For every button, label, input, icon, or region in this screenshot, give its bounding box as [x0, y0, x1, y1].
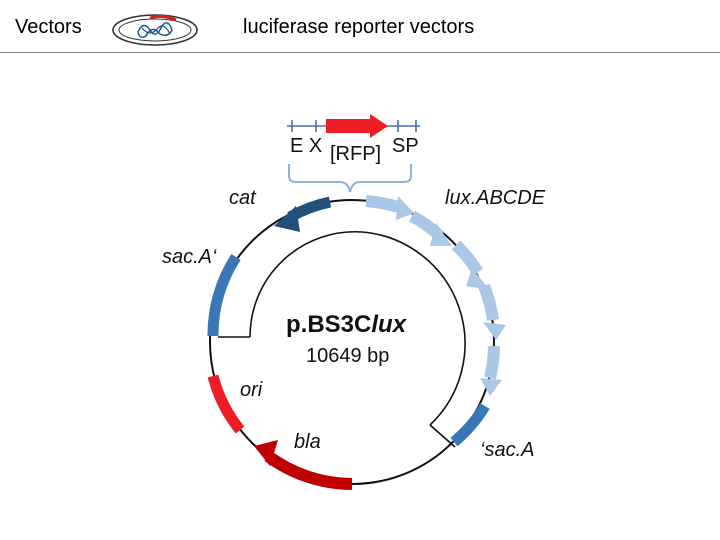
- sacA-prime-segment: [207, 253, 241, 337]
- ori-segment: [207, 374, 245, 434]
- notch-right: [429, 424, 456, 448]
- cassette-subscript: [RFP]: [330, 143, 381, 165]
- lux-segment-1: [365, 195, 400, 213]
- plasmid-size: 10649 bp: [306, 345, 389, 367]
- bla-segment: [264, 451, 353, 490]
- lux-arrowhead-5: [480, 378, 502, 396]
- rfp-bar: [326, 119, 372, 133]
- bla-arrowhead: [254, 440, 278, 466]
- plasmid-name: p.BS3Clux: [286, 311, 408, 338]
- label-cat: cat: [229, 187, 257, 209]
- section-label: Vectors: [15, 16, 82, 38]
- label-ori: ori: [240, 379, 263, 401]
- lux-segment-3: [451, 240, 484, 276]
- label-sacA-prime: sac.A‘: [162, 246, 217, 268]
- prime-sacA-segment: [450, 403, 490, 447]
- lux-segment-4: [478, 283, 499, 321]
- backbone-inner: [249, 230, 363, 338]
- cassette-right-sites: SP: [392, 135, 419, 157]
- backbone-outer: [209, 199, 495, 485]
- plasmid-name-prefix: p.BS3C: [286, 311, 371, 338]
- plasmid-logo-icon: [112, 14, 198, 46]
- header-divider: [0, 52, 720, 53]
- plasmid-name-italic: lux: [371, 311, 407, 338]
- cassette-left-sites: E X: [290, 135, 322, 157]
- backbone-inner-right: [361, 231, 466, 426]
- lux-arrowhead-1: [396, 196, 414, 220]
- cassette-bracket: [288, 164, 412, 193]
- lux-arrowhead-2: [430, 223, 452, 246]
- label-bla: bla: [294, 431, 321, 453]
- label-prime-sacA: ‘sac.A: [480, 439, 534, 461]
- lux-arrowhead-4: [483, 322, 506, 340]
- cat-arrowhead: [274, 206, 300, 232]
- lux-arrowhead-3: [466, 268, 490, 290]
- page-title: luciferase reporter vectors: [243, 16, 475, 38]
- rfp-arrowhead: [370, 114, 388, 138]
- lux-segment-5: [484, 345, 500, 380]
- label-luxABCDE: lux.ABCDE: [445, 187, 546, 209]
